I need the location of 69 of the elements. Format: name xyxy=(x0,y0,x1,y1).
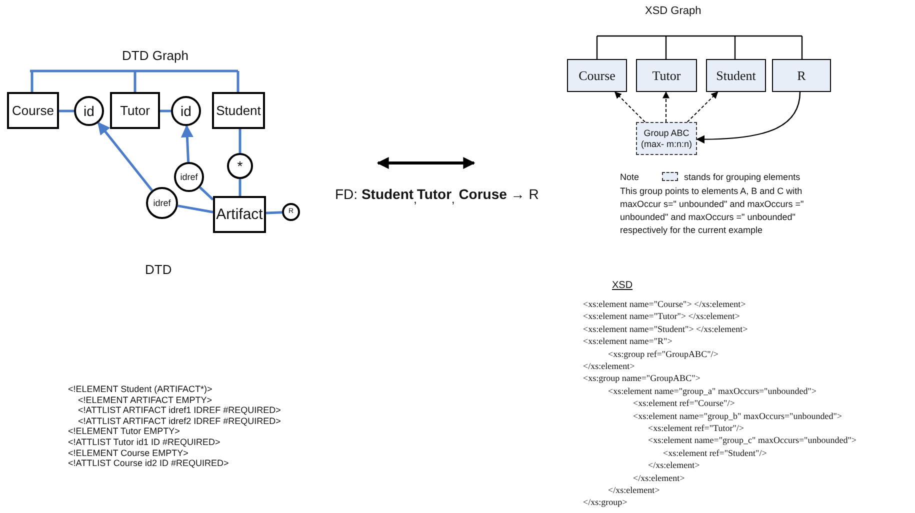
arrow xyxy=(686,92,718,122)
element-box: Course xyxy=(567,59,627,92)
connector-line xyxy=(665,36,667,59)
section-title: XSD xyxy=(612,280,633,291)
legend-text: stands for grouping elements xyxy=(684,172,800,182)
code-line: <xs:element name="R"> xyxy=(583,336,672,346)
connector-line xyxy=(238,129,242,153)
element-box: Artifact xyxy=(213,196,266,233)
code-line: <!ELEMENT ARTIFACT EMPTY> xyxy=(78,394,212,405)
connector-line xyxy=(266,211,282,214)
note-text: This group points to elements A, B and C with maxOccur s=" unbounded" and maxOccurs =" unbounded" and maxOccurs =" unbounded" respectively for the current example xyxy=(620,185,805,237)
element-box: R xyxy=(772,59,831,92)
element-box: Tutor xyxy=(110,92,160,129)
code-line: </xs:element> xyxy=(583,361,635,371)
attribute-circle: idref xyxy=(146,187,178,219)
element-box: Student xyxy=(706,59,766,92)
graph-title: XSD Graph xyxy=(645,5,702,17)
attribute-circle: id xyxy=(74,96,104,126)
graph-title: DTD Graph xyxy=(122,48,188,63)
section-title: DTD xyxy=(145,262,172,277)
connector-line xyxy=(801,36,803,59)
connector-line xyxy=(596,36,598,59)
connector-line xyxy=(199,186,214,201)
code-line: </xs:element> xyxy=(633,472,685,483)
code-line: <xs:element name="Tutor"> </xs:element> xyxy=(583,311,740,322)
arrow xyxy=(614,92,646,122)
arrow xyxy=(97,122,154,192)
code-line: </xs:element> xyxy=(648,460,700,470)
code-line: <xs:element name="group_c" maxOccurs="unbounded"> xyxy=(648,435,856,446)
code-line: <xs:element name="Student"> </xs:element> xyxy=(583,324,748,334)
connector-line xyxy=(238,179,242,196)
connector-line xyxy=(59,110,74,112)
code-line: <!ATTLIST ARTIFACT idref2 IDREF #REQUIRED> xyxy=(78,416,281,426)
code-line: </xs:element> xyxy=(608,485,660,495)
connector-line xyxy=(30,71,34,92)
connector-line xyxy=(597,35,802,37)
code-line: <xs:group ref="GroupABC"/> xyxy=(608,348,718,359)
element-box: Student xyxy=(212,92,265,129)
arrow xyxy=(180,124,194,162)
connector-line xyxy=(134,71,136,92)
code-line: <xs:element ref="Student"/> xyxy=(663,448,767,458)
element-box: Course xyxy=(7,92,59,129)
code-line: </xs:group> xyxy=(583,497,628,508)
attribute-circle: * xyxy=(227,153,253,179)
code-line: <xs:element name="group_a" maxOccurs="unbounded"> xyxy=(608,386,816,396)
attribute-circle: id xyxy=(171,96,201,126)
formula-text: FD: Student$_{,}$Tutor$_{,}$ Coruse → R xyxy=(335,186,539,206)
code-line: <xs:element ref="Tutor"/> xyxy=(648,423,744,433)
code-line: <xs:element ref="Course"/> xyxy=(633,398,735,408)
code-line: <!ATTLIST Tutor id1 ID #REQUIRED> xyxy=(68,437,220,447)
code-line: <!ATTLIST Course id2 ID #REQUIRED> xyxy=(68,458,229,468)
arrow xyxy=(662,91,670,122)
connector-line xyxy=(178,204,214,214)
group-box: Group ABC (max- m:n:n) xyxy=(636,122,697,155)
code-line: <!ELEMENT Student (ARTIFACT*)> xyxy=(68,384,212,394)
connector-line xyxy=(30,70,238,72)
note-label: Note xyxy=(620,172,640,182)
element-box: Tutor xyxy=(636,59,697,92)
code-line: <!ELEMENT Tutor EMPTY> xyxy=(68,426,180,436)
code-line: <xs:group name="GroupABC"> xyxy=(583,373,700,384)
attribute-circle: idref xyxy=(174,162,204,192)
code-line: <xs:element name="group_b" maxOccurs="unbounded"> xyxy=(633,410,842,421)
code-line: <!ELEMENT Course EMPTY> xyxy=(68,448,188,458)
code-line: <!ATTLIST ARTIFACT idref1 IDREF #REQUIRED> xyxy=(78,405,281,416)
connector-line xyxy=(160,110,171,112)
connector-line xyxy=(236,71,240,92)
connector-line xyxy=(734,36,736,59)
arrow xyxy=(696,92,801,144)
code-line: <xs:element name="Course"> </xs:element> xyxy=(583,299,746,309)
